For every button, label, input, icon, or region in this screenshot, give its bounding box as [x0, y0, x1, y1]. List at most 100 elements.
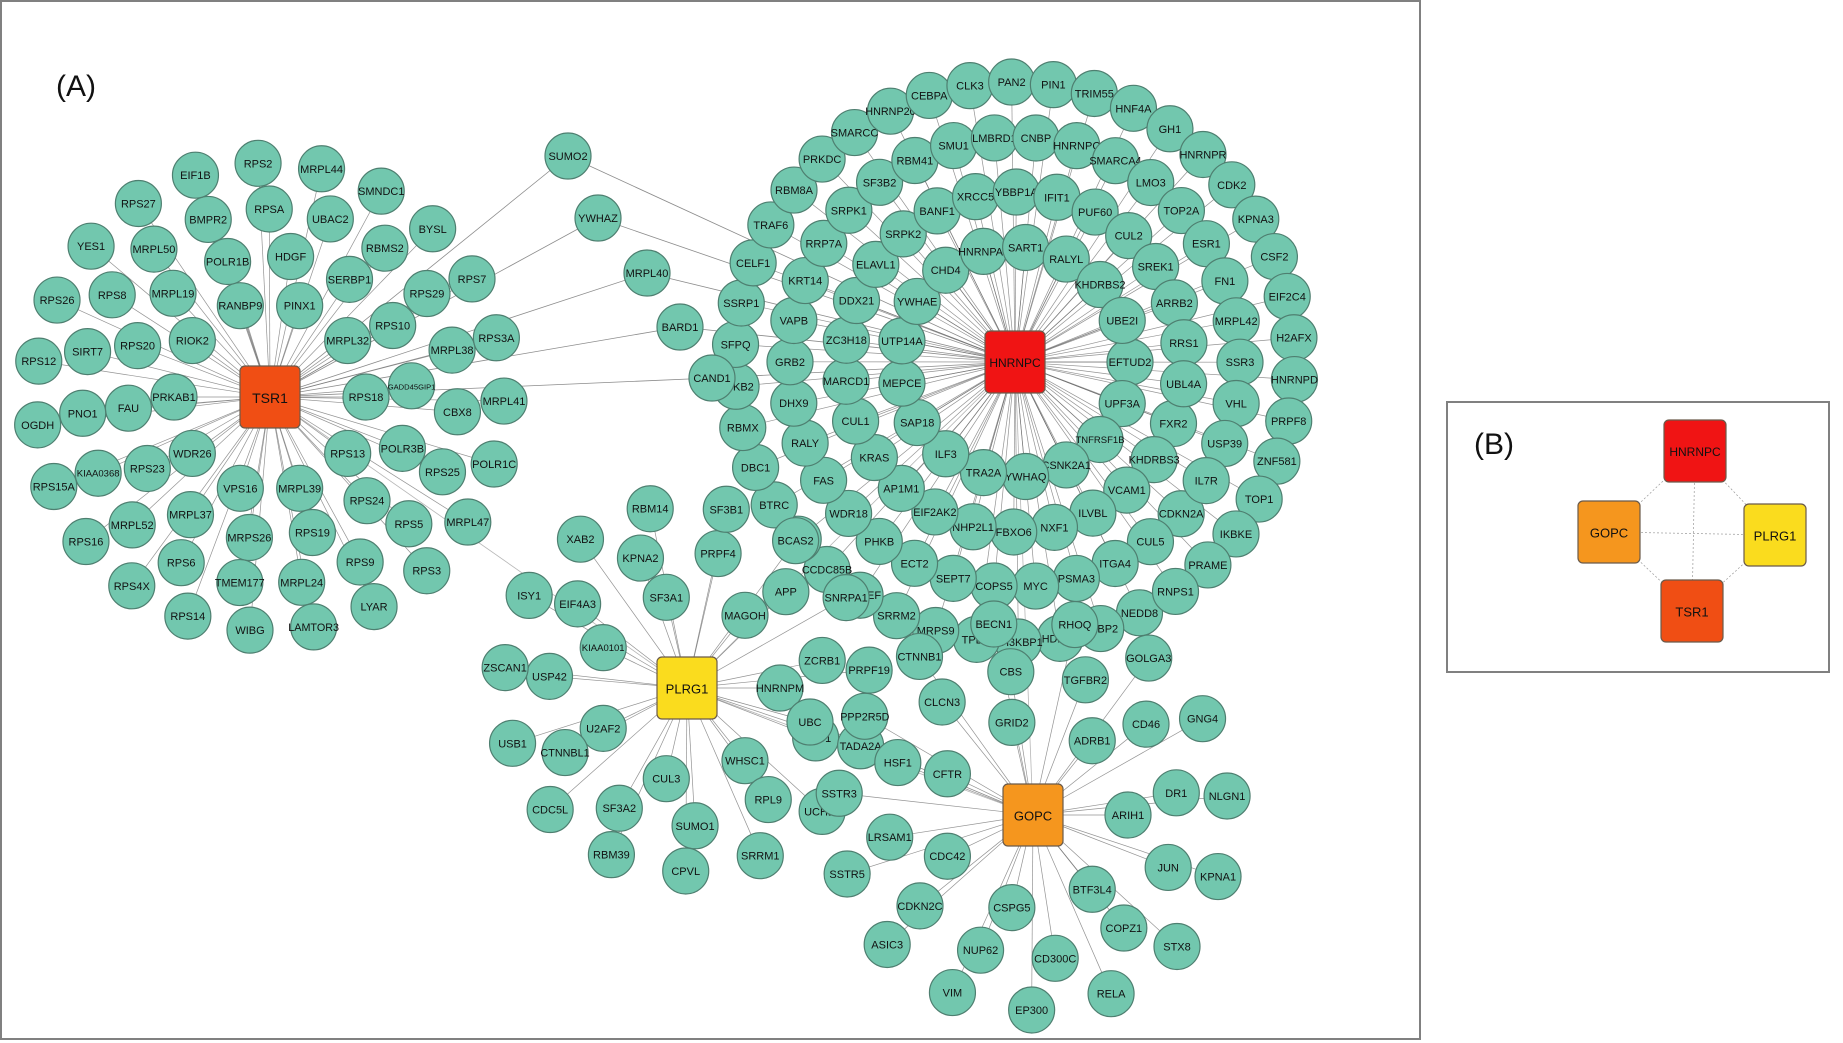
node-ppp2r5d[interactable]: PPP2R5D: [840, 692, 890, 740]
node-rps4x[interactable]: RPS4X: [108, 562, 156, 610]
node-rbmx[interactable]: RBMX: [719, 403, 767, 452]
node-phkb[interactable]: PHKB: [855, 517, 903, 566]
node-znf581[interactable]: ZNF581: [1253, 437, 1301, 485]
node-riok2[interactable]: RIOK2: [168, 316, 216, 365]
node-ctnnb1[interactable]: CTNNB1: [895, 632, 944, 681]
node-cul2[interactable]: CUL2: [1105, 212, 1153, 260]
node-ifit1[interactable]: IFIT1: [1033, 173, 1081, 221]
node-cd46[interactable]: CD46: [1122, 700, 1170, 748]
node-cul5[interactable]: CUL5: [1126, 518, 1175, 566]
node-copz1[interactable]: COPZ1: [1100, 904, 1148, 952]
node-sf3b2[interactable]: SF3B2: [855, 158, 904, 206]
node-eftud2[interactable]: EFTUD2: [1106, 338, 1154, 386]
node-lamtor3[interactable]: LAMTOR3: [288, 603, 339, 651]
node-srpk2[interactable]: SRPK2: [879, 210, 927, 258]
node-hnrnpd[interactable]: HNRNPD: [1270, 355, 1319, 404]
node-tra2a[interactable]: TRA2A: [959, 449, 1008, 497]
node-rbm41[interactable]: RBM41: [891, 136, 939, 185]
node-ogdh[interactable]: OGDH: [14, 401, 62, 449]
node-mrpl44[interactable]: MRPL44: [297, 145, 346, 193]
node-fau[interactable]: FAU: [104, 384, 153, 432]
node-eif4a3[interactable]: EIF4A3: [554, 580, 602, 628]
node-rps9[interactable]: RPS9: [336, 538, 384, 586]
node-hnrnpr[interactable]: HNRNPR: [1179, 130, 1227, 179]
node-gadd45gip1[interactable]: GADD45GIP1: [388, 362, 436, 410]
node-rps16[interactable]: RPS16: [62, 517, 110, 566]
node-sstr5[interactable]: SSTR5: [823, 850, 871, 898]
node-cdkn2c[interactable]: CDKN2C: [896, 882, 944, 930]
hub-gopc[interactable]: GOPC: [1577, 500, 1641, 564]
node-ubac2[interactable]: UBAC2: [306, 195, 354, 243]
node-psma3[interactable]: PSMA3: [1052, 554, 1101, 603]
node-rrs1[interactable]: RRS1: [1160, 319, 1208, 367]
node-trim55[interactable]: TRIM55: [1070, 69, 1118, 118]
node-sfpq[interactable]: SFPQ: [711, 320, 760, 369]
node-elavl1[interactable]: ELAVL1: [852, 240, 900, 288]
node-sirt7[interactable]: SIRT7: [63, 327, 112, 376]
node-rps26[interactable]: RPS26: [33, 276, 81, 324]
node-cbs[interactable]: CBS: [987, 648, 1035, 696]
node-vps16[interactable]: VPS16: [216, 464, 264, 512]
node-clk3[interactable]: CLK3: [946, 62, 994, 110]
node-golga3[interactable]: GOLGA3: [1125, 634, 1173, 682]
node-khdrbs2[interactable]: KHDRBS2: [1074, 260, 1125, 309]
node-sf3a1[interactable]: SF3A1: [642, 573, 690, 621]
node-btf3l4[interactable]: BTF3L4: [1068, 865, 1116, 913]
node-pin1[interactable]: PIN1: [1029, 61, 1078, 109]
node-magoh[interactable]: MAGOH: [721, 591, 769, 639]
hub-tsr1[interactable]: TSR1: [239, 365, 301, 429]
node-sart1[interactable]: SART1: [1002, 223, 1050, 272]
node-fxr2[interactable]: FXR2: [1149, 399, 1198, 448]
node-mrpl52[interactable]: MRPL52: [108, 501, 156, 549]
node-sstr3[interactable]: SSTR3: [815, 769, 863, 817]
node-rps3[interactable]: RPS3: [403, 547, 451, 595]
node-lmo3[interactable]: LMO3: [1127, 158, 1175, 207]
node-usp42[interactable]: USP42: [525, 652, 574, 700]
node-rela[interactable]: RELA: [1087, 970, 1135, 1018]
node-rps19[interactable]: RPS19: [288, 508, 336, 557]
node-ctnnbl1[interactable]: CTNNBL1: [540, 728, 590, 777]
node-ep300[interactable]: EP300: [1008, 986, 1056, 1034]
node-rps2[interactable]: RPS2: [234, 139, 282, 187]
hub-hnrnpc[interactable]: HNRNPC: [1663, 419, 1727, 483]
node-zcrb1[interactable]: ZCRB1: [798, 636, 846, 685]
node-cdkn2a[interactable]: CDKN2A: [1157, 490, 1205, 538]
node-tnfrsf1b[interactable]: TNFRSF1B: [1075, 415, 1125, 464]
node-vhl[interactable]: VHL: [1212, 379, 1260, 428]
node-prpf8[interactable]: PRPF8: [1265, 397, 1313, 445]
node-grid2[interactable]: GRID2: [988, 698, 1036, 746]
node-ap1m1[interactable]: AP1M1: [877, 464, 925, 512]
node-ube2i[interactable]: UBE2I: [1098, 296, 1146, 345]
node-pinx1[interactable]: PINX1: [276, 282, 324, 330]
node-srek1[interactable]: SREK1: [1132, 242, 1180, 291]
node-tgfbr2[interactable]: TGFBR2: [1061, 656, 1110, 704]
node-rps24[interactable]: RPS24: [343, 477, 391, 525]
node-rps5[interactable]: RPS5: [385, 500, 433, 548]
node-nedd8[interactable]: NEDD8: [1115, 589, 1164, 637]
node-mrpl19[interactable]: MRPL19: [149, 269, 197, 317]
node-adrb1[interactable]: ADRB1: [1068, 717, 1116, 765]
node-xrcc5[interactable]: XRCC5: [951, 173, 1000, 221]
node-wibg[interactable]: WIBG: [226, 606, 274, 654]
node-marcd1[interactable]: MARCD1: [822, 357, 870, 405]
node-ranbp9[interactable]: RANBP9: [216, 282, 264, 330]
node-cul1[interactable]: CUL1: [831, 397, 880, 445]
node-gh1[interactable]: GH1: [1146, 105, 1194, 153]
node-dhx9[interactable]: DHX9: [770, 379, 818, 427]
node-traf6[interactable]: TRAF6: [747, 201, 795, 249]
node-ssrp1[interactable]: SSRP1: [717, 279, 765, 327]
node-wdr26[interactable]: WDR26: [168, 429, 216, 478]
node-sumo2[interactable]: SUMO2: [544, 132, 592, 180]
node-smarca4[interactable]: SMARCA4: [1089, 137, 1142, 185]
node-snrpa1[interactable]: SNRPA1: [822, 574, 870, 622]
node-clcn3[interactable]: CLCN3: [918, 678, 966, 726]
node-h2afx[interactable]: H2AFX: [1270, 314, 1318, 362]
node-mrpl40[interactable]: MRPL40: [623, 249, 671, 297]
node-gng4[interactable]: GNG4: [1178, 695, 1227, 743]
node-cnbp[interactable]: CNBP: [1012, 114, 1060, 162]
node-rps29[interactable]: RPS29: [403, 269, 451, 318]
node-rps10[interactable]: RPS10: [369, 301, 417, 350]
node-upf3a[interactable]: UPF3A: [1098, 379, 1146, 428]
node-mrpl41[interactable]: MRPL41: [480, 377, 528, 425]
node-usp39[interactable]: USP39: [1201, 419, 1249, 468]
